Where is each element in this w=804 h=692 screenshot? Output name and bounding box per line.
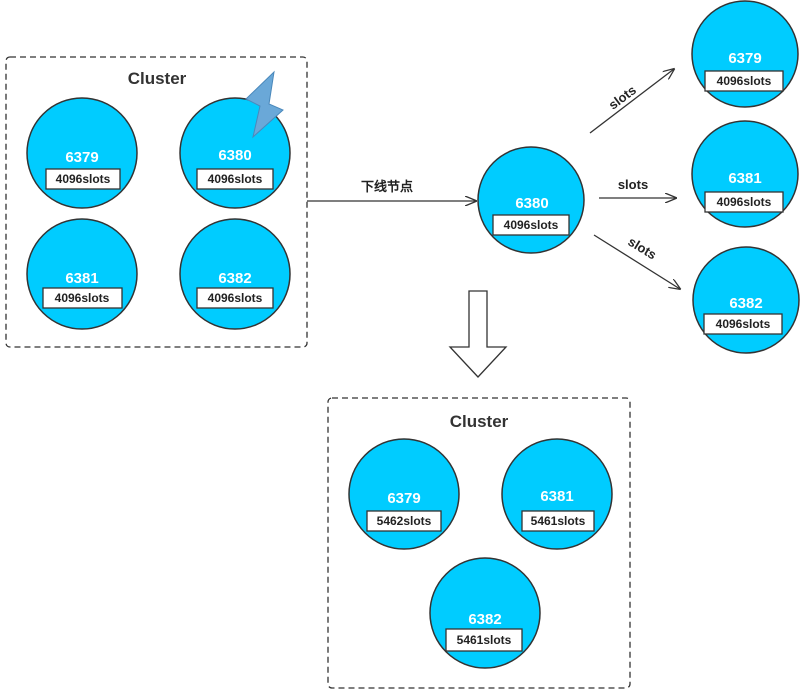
node-port: 6382 [218,270,251,287]
node-port: 6381 [540,488,573,505]
slot-count: 4096slots [717,195,772,209]
result-node-6381[interactable]: 6381 5461slots [501,438,613,550]
offline-arrow: 下线节点 [307,179,476,201]
slot-count: 4096slots [504,218,559,232]
slot-count: 5461slots [457,633,512,647]
left-node-6382[interactable]: 6382 4096slots [179,218,291,330]
result-cluster-title: Cluster [450,412,509,431]
result-node-6382[interactable]: 6382 5461slots [429,557,541,669]
slot-box [445,628,523,652]
left-node-6380[interactable]: 6380 4096slots [179,97,291,209]
node-port: 6380 [515,195,548,212]
left-cluster-frame [5,56,308,348]
slot-box [366,510,442,532]
node-port: 6380 [218,147,251,164]
node-port: 6381 [728,170,761,187]
node-port: 6381 [65,270,98,287]
node-port: 6379 [387,490,420,507]
slot-count: 4096slots [208,291,263,305]
slot-count: 4096slots [208,172,263,186]
slot-count: 4096slots [717,74,772,88]
redistribution-edges: slots slots slots [589,69,680,289]
offline-node-6380[interactable]: 6380 4096slots [477,146,585,254]
big-down-arrow [448,290,508,378]
slot-count: 5461slots [531,514,586,528]
result-cluster: Cluster 6379 5462slots 6381 5461slots 63… [327,397,631,689]
left-cluster-title: Cluster [128,69,187,88]
result-node-6379[interactable]: 6379 5462slots [348,438,460,550]
slot-box [704,191,784,213]
slot-count: 4096slots [55,291,110,305]
slot-box [704,70,784,92]
node-port: 6382 [468,611,501,628]
slot-count: 5462slots [377,514,432,528]
left-node-6379[interactable]: 6379 4096slots [26,97,138,209]
slot-box [492,214,570,236]
slot-count: 4096slots [716,317,771,331]
edge-label-to-6381: slots [618,177,648,192]
target-node-6382[interactable]: 6382 4096slots [692,246,800,354]
slot-box [703,313,783,335]
target-node-6379[interactable]: 6379 4096slots [691,0,799,108]
edge-to-6382 [593,234,680,289]
left-cluster: Cluster 6379 4096slots 6380 4096slots 63… [5,56,308,348]
slot-count: 4096slots [56,172,111,186]
left-node-6381[interactable]: 6381 4096slots [26,218,138,330]
slot-box [42,287,123,309]
target-node-6381[interactable]: 6381 4096slots [691,120,799,228]
node-port: 6382 [729,295,762,312]
node-port: 6379 [65,149,98,166]
result-cluster-frame [327,397,631,689]
slot-box [196,168,274,190]
slot-box [196,287,274,309]
node-port: 6379 [728,50,761,67]
slot-box [45,168,121,190]
edge-to-6379 [589,69,674,134]
offline-label: 下线节点 [361,179,413,194]
lightning-bolt-icon [245,70,284,139]
slot-box [521,510,595,532]
